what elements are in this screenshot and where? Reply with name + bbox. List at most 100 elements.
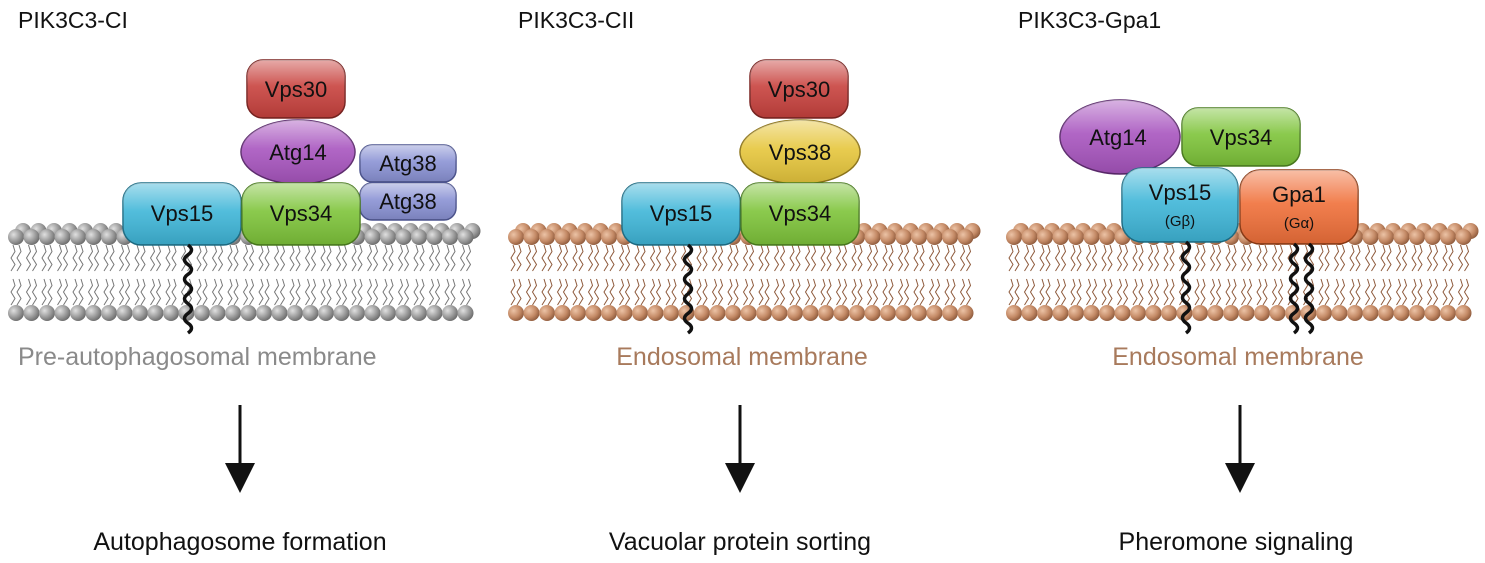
lipid-tail bbox=[444, 244, 450, 272]
lipid-tail bbox=[1039, 278, 1045, 306]
lipid-tail bbox=[866, 278, 873, 306]
lipid-tail bbox=[295, 244, 301, 272]
outcome-label: Autophagosome formation bbox=[93, 528, 386, 556]
lipid-head bbox=[1145, 305, 1162, 321]
lipid-head bbox=[1440, 229, 1456, 245]
lipid-tail bbox=[1256, 244, 1262, 272]
lipid-head bbox=[1331, 305, 1348, 321]
lipid-head bbox=[116, 305, 133, 321]
membrane-label: Endosomal membrane bbox=[616, 343, 868, 371]
lipid-tail bbox=[578, 244, 584, 272]
lipid-head bbox=[880, 229, 896, 245]
lipid-tail bbox=[233, 278, 239, 306]
lipid-head bbox=[23, 229, 40, 245]
lipid-tail bbox=[41, 244, 47, 272]
lipid-head bbox=[1424, 305, 1441, 321]
lipid-tail bbox=[903, 244, 910, 272]
lipid-tail bbox=[171, 244, 177, 272]
lipid-head bbox=[426, 305, 443, 321]
lipid-head bbox=[1052, 305, 1069, 321]
lipid-head bbox=[1161, 305, 1177, 321]
vps34-gloss bbox=[242, 183, 360, 245]
lipid-tail bbox=[882, 244, 888, 272]
lipid-tail bbox=[1401, 278, 1408, 306]
lipid-head bbox=[1114, 305, 1131, 321]
lipid-tail bbox=[820, 278, 826, 306]
lipid-tail bbox=[388, 244, 394, 272]
lipid-tail bbox=[1426, 244, 1433, 272]
lipid-tail bbox=[149, 244, 156, 272]
lipid-head bbox=[1006, 305, 1022, 321]
lipid-head bbox=[895, 305, 912, 321]
lipid-tail bbox=[366, 244, 373, 272]
lipid-tail bbox=[742, 278, 749, 306]
lipid-tail bbox=[1448, 244, 1454, 272]
lipid-tail bbox=[428, 244, 435, 272]
lipid-tail bbox=[556, 244, 563, 272]
lipid-head bbox=[39, 229, 55, 245]
lipid-tail bbox=[562, 278, 569, 306]
lipid-tail bbox=[1023, 244, 1030, 272]
vps34-label: Vps34 bbox=[270, 201, 332, 226]
lipid-head bbox=[457, 305, 474, 321]
lipid-tail bbox=[603, 244, 609, 272]
lipid-head bbox=[585, 229, 602, 245]
lipid-head bbox=[694, 305, 710, 321]
lipid-tail bbox=[835, 278, 842, 306]
lipid-tail bbox=[1318, 244, 1324, 272]
membrane-anchor bbox=[1303, 242, 1315, 335]
lipid-tail bbox=[624, 278, 631, 306]
lipid-tail bbox=[587, 244, 594, 272]
lipid-tail bbox=[810, 278, 817, 306]
lipid-tail bbox=[1076, 278, 1082, 306]
lipid-tail bbox=[310, 278, 317, 306]
lipid-tail bbox=[326, 278, 332, 306]
lipid-tail bbox=[1107, 244, 1113, 272]
lipid-head bbox=[209, 305, 226, 321]
lipid-tail bbox=[919, 244, 925, 272]
lipid-tail bbox=[1442, 244, 1448, 272]
lipid-head bbox=[225, 305, 241, 321]
lipid-tail bbox=[655, 244, 662, 272]
lipid-tail bbox=[702, 278, 708, 306]
lipid-head bbox=[39, 305, 55, 321]
lipid-tail bbox=[1107, 278, 1113, 306]
lipid-tail bbox=[217, 278, 224, 306]
panel-pik3c3-gpa1: PIK3C3-Gpa1 Atg14 Vps34 Vps15 (Gβ) Gpa1 … bbox=[1006, 7, 1479, 556]
lipid-tail bbox=[1395, 278, 1402, 306]
lipid-tail bbox=[593, 278, 600, 306]
lipid-tail bbox=[779, 244, 786, 272]
lipid-tail bbox=[1045, 244, 1051, 272]
lipid-head bbox=[240, 305, 257, 321]
lipid-head bbox=[1068, 305, 1084, 321]
lipid-head bbox=[70, 305, 86, 321]
lipid-tail bbox=[1262, 244, 1268, 272]
lipid-tail bbox=[1324, 278, 1330, 306]
lipid-tail bbox=[1277, 244, 1284, 272]
lipid-tail bbox=[1339, 278, 1346, 306]
lipid-tail bbox=[804, 278, 811, 306]
lipid-tail bbox=[711, 278, 718, 306]
lipid-tail bbox=[140, 278, 146, 306]
lipid-tail bbox=[450, 278, 456, 306]
vps15-label: Vps15 bbox=[151, 201, 213, 226]
lipid-tail bbox=[388, 278, 394, 306]
lipid-tail bbox=[1122, 244, 1129, 272]
lipid-tail bbox=[1215, 278, 1222, 306]
vps38-gloss bbox=[740, 120, 860, 184]
lipid-tail bbox=[1240, 244, 1247, 272]
lipid-tail bbox=[1070, 278, 1076, 306]
lipid-tail bbox=[934, 278, 941, 306]
lipid-tail bbox=[804, 244, 811, 272]
atg14-label: Atg14 bbox=[269, 140, 327, 165]
lipid-tail bbox=[835, 244, 842, 272]
lipid-tail bbox=[1091, 244, 1098, 272]
vps15-gloss bbox=[1122, 168, 1238, 242]
lipid-tail bbox=[640, 244, 646, 272]
lipid-tail bbox=[47, 244, 53, 272]
lipid-tail bbox=[1215, 244, 1222, 272]
lipid-head bbox=[101, 229, 117, 245]
lipid-tail bbox=[1060, 244, 1067, 272]
lipid-head bbox=[101, 305, 117, 321]
lipid-tail bbox=[258, 244, 264, 272]
